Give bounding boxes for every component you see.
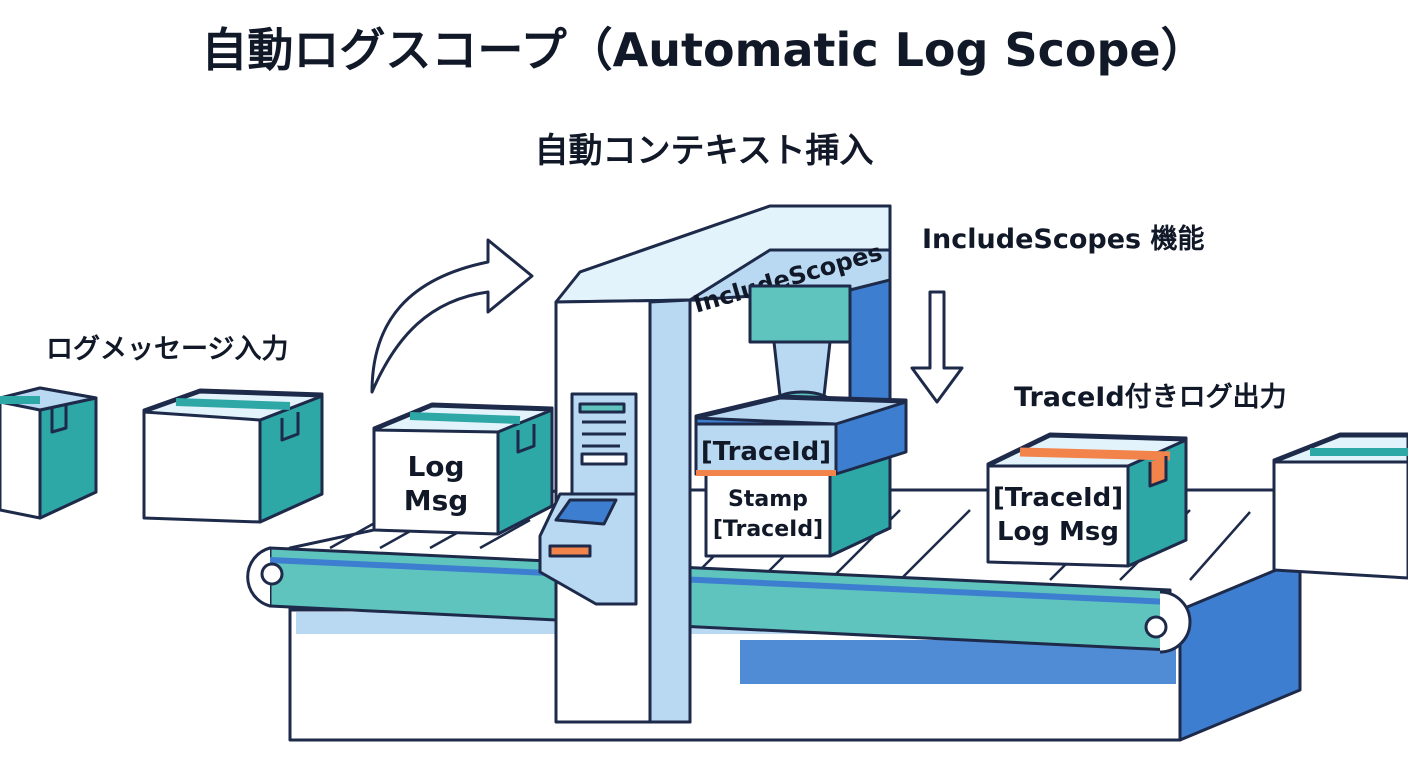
output-line1: [TraceId] <box>993 483 1123 513</box>
output-label: TraceId付きログ出力 <box>1014 381 1287 413</box>
feature-label: IncludeScopes 機能 <box>922 223 1205 255</box>
subtitle: 自動コンテキスト挿入 <box>535 131 874 171</box>
stamped-line1: Stamp <box>728 487 808 512</box>
queued-box-1 <box>0 386 98 520</box>
stamped-line2: [TraceId] <box>713 517 823 542</box>
down-arrow-icon <box>910 290 964 404</box>
output-box: [TraceId] Log Msg <box>986 432 1188 568</box>
stamped-box: Stamp [TraceId] <box>704 448 892 558</box>
log-msg-box: Log Msg <box>372 402 554 536</box>
queued-box-2 <box>142 388 324 524</box>
page-title: 自動ログスコープ（Automatic Log Scope） <box>201 23 1206 77</box>
includescopes-arch: IncludeScopes <box>538 204 892 724</box>
log-msg-line1: Log <box>407 450 464 483</box>
output-line2: Log Msg <box>997 517 1119 547</box>
input-label: ログメッセージ入力 <box>46 333 288 365</box>
exiting-box <box>1272 432 1408 580</box>
stamp-tag: [TraceId] <box>701 437 831 467</box>
tracid-stamp-block: [TraceId] <box>694 394 908 476</box>
log-msg-line2: Msg <box>404 484 469 517</box>
curved-arrow-icon <box>370 238 534 394</box>
